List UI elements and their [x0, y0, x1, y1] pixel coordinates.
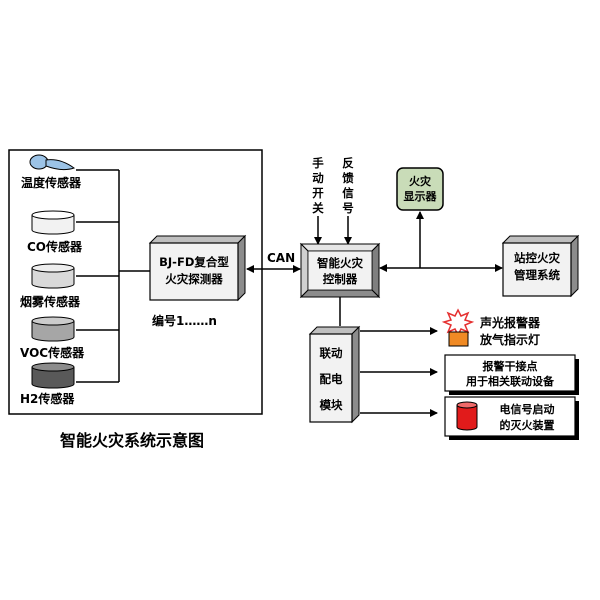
diagram-caption: 智能火灾系统示意图	[60, 431, 204, 450]
sensor-bracket-lines	[76, 169, 150, 383]
alarm-label: 声光报警器	[479, 315, 541, 330]
sensor-label-h2: H2传感器	[20, 391, 75, 406]
discharge-label: 放气指示灯	[479, 332, 540, 347]
extinguisher-label-line1: 电信号启动	[500, 402, 555, 416]
manual-switch-char-3: 开	[312, 186, 324, 200]
feedback-char-1: 反	[342, 156, 354, 170]
controller-label-line1: 智能火灾	[317, 256, 363, 270]
dry-contact-box	[444, 354, 579, 395]
alarm-starburst-icon	[441, 308, 475, 337]
detector-box	[148, 234, 247, 302]
linkage-module-label-3: 模块	[320, 398, 343, 412]
manual-switch-char-1: 手	[312, 156, 324, 170]
station-box	[501, 234, 580, 298]
fire-display-box	[396, 167, 444, 211]
fire-display-label-line1: 火灾	[409, 174, 432, 188]
discharge-lamp-icon	[448, 331, 469, 347]
can-label: CAN	[267, 251, 295, 265]
manual-switch-char-2: 动	[312, 171, 324, 185]
cylinder-icon	[31, 210, 75, 235]
feedback-char-2: 馈	[342, 171, 354, 185]
numbering-label: 编号1……n	[151, 313, 217, 328]
linkage-module-label-2: 配电	[320, 372, 343, 386]
station-label-line2: 管理系统	[514, 268, 560, 282]
cylinder-icon	[31, 316, 75, 342]
sensor-label-co: CO传感器	[27, 239, 83, 254]
dry-contact-label-line2: 用于相关联动设备	[466, 374, 555, 388]
detector-label-line2: 火灾探测器	[165, 272, 223, 286]
red-cylinder-icon	[456, 401, 478, 431]
sensor-label-temperature: 温度传感器	[21, 175, 82, 190]
cylinder-icon	[31, 362, 75, 389]
feedback-char-4: 号	[342, 201, 354, 215]
fire-display-label-line2: 显示器	[404, 190, 438, 203]
manual-switch-char-4: 关	[312, 201, 324, 215]
extinguisher-label-line2: 的灭火装置	[500, 418, 555, 432]
controller-label-line2: 控制器	[323, 272, 358, 286]
cylinder-icon	[31, 263, 75, 289]
station-label-line1: 站控火灾	[514, 251, 560, 265]
thermometer-icon	[29, 154, 76, 171]
detector-label-line1: BJ-FD复合型	[159, 255, 229, 269]
linkage-module-box	[308, 325, 361, 424]
dry-contact-label-line1: 报警干接点	[483, 359, 538, 373]
sensor-label-smoke: 烟雾传感器	[20, 294, 81, 309]
controller-box	[299, 242, 381, 299]
linkage-module-label-1: 联动	[320, 346, 343, 360]
sensor-label-voc: VOC传感器	[20, 345, 85, 360]
feedback-char-3: 信	[342, 186, 354, 200]
